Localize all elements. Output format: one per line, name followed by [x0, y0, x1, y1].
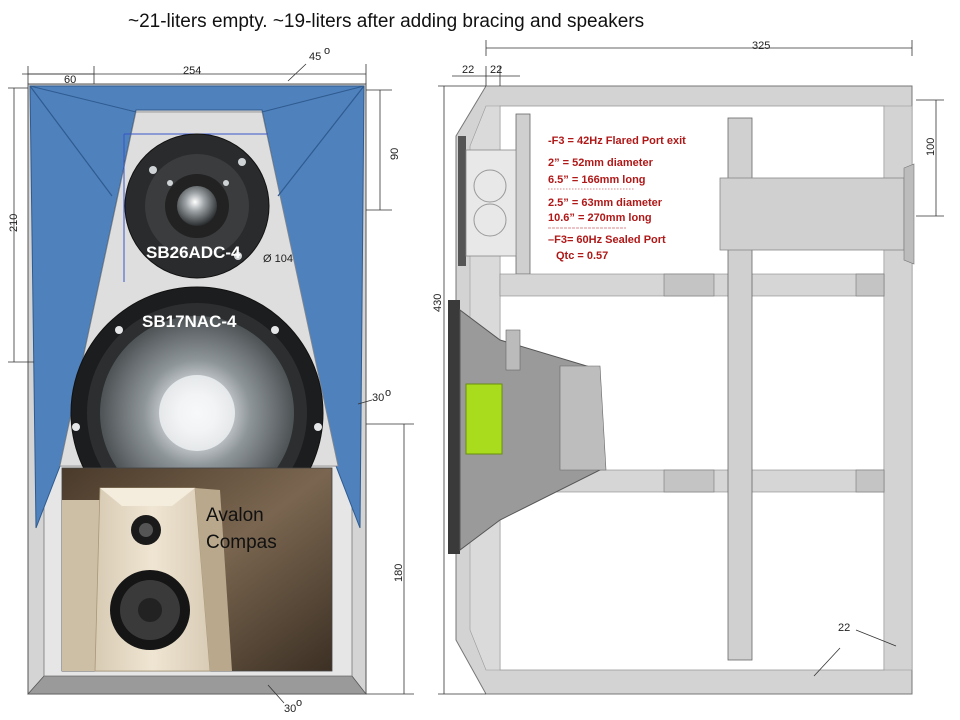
woofer-magnet-green: [465, 383, 503, 455]
photo-label-line1: Avalon: [206, 505, 264, 526]
port-note-2: 6.5” = 166mm long: [548, 174, 646, 186]
port-note-1: 2” = 52mm diameter: [548, 157, 654, 169]
tweeter-label: SB26ADC-4: [146, 243, 241, 262]
front-view: SB26ADC-4 Ø 104 SB17NAC-4: [8, 45, 414, 715]
screw-icon: [149, 166, 157, 174]
screw-icon: [271, 326, 279, 334]
side-view: [448, 85, 915, 695]
degree-sup: o: [385, 387, 391, 399]
dim-60: 60: [64, 74, 76, 86]
dim-22-b: 22: [490, 64, 502, 76]
screw-icon: [238, 158, 246, 166]
port-notes: -F3 = 42Hz Flared Port exit 2” = 52mm di…: [548, 135, 686, 262]
dim-180: 180: [393, 564, 405, 582]
dim-325: 325: [752, 40, 770, 52]
port-flare: [903, 163, 915, 265]
port-note-3: 2.5” = 63mm diameter: [548, 197, 663, 209]
degree-sup: o: [296, 697, 302, 709]
port-note-5: –F3= 60Hz Sealed Port: [548, 234, 666, 246]
dim-90: 90: [389, 148, 401, 160]
facet-line-right: [277, 85, 365, 197]
facet-line-top-left: [29, 85, 137, 113]
port-tube: [719, 177, 905, 251]
side-tweeter: [458, 136, 517, 266]
side-woofer: [448, 300, 607, 554]
dim-angle-30-side: 30: [372, 392, 384, 404]
dim-angle-45: 45: [309, 51, 321, 63]
port-note-0: -F3 = 42Hz Flared Port exit: [548, 135, 686, 147]
dim-22-bottom: 22: [838, 622, 850, 634]
avalon-compas-photo: [61, 467, 333, 672]
facet-line-left: [29, 85, 113, 197]
tweeter-diameter-label: Ø 104: [263, 253, 293, 265]
screw-icon: [234, 252, 242, 260]
dim-100: 100: [925, 138, 937, 156]
screw-icon: [115, 326, 123, 334]
screw-icon: [72, 423, 80, 431]
dim-210: 210: [8, 214, 20, 232]
tweeter-chamber-wall: [515, 113, 531, 275]
woofer-label: SB17NAC-4: [142, 312, 237, 331]
dim-22-a: 22: [462, 64, 474, 76]
degree-sup: o: [324, 45, 330, 57]
side-dimensions: 22 22 325 430 100 22: [432, 40, 944, 695]
facet-line-top-right: [261, 85, 365, 113]
dim-angle-30-bottom: 30: [284, 703, 296, 715]
photo-label-line2: Compas: [206, 532, 277, 553]
port-note-4: 10.6” = 270mm long: [548, 212, 652, 224]
screw-icon: [223, 180, 229, 186]
dim-254: 254: [183, 65, 201, 77]
tweeter: [124, 133, 270, 279]
front-bottom-bevel: [27, 675, 367, 695]
front-dimensions: 60 254 45 o 210 90 30 o 180: [8, 45, 414, 715]
drawing-title: ~21-liters empty. ~19-liters after addin…: [128, 11, 644, 32]
screw-icon: [167, 180, 173, 186]
port-note-6: Qtc = 0.57: [556, 250, 608, 262]
dim-430: 430: [432, 294, 444, 312]
screw-icon: [314, 423, 322, 431]
